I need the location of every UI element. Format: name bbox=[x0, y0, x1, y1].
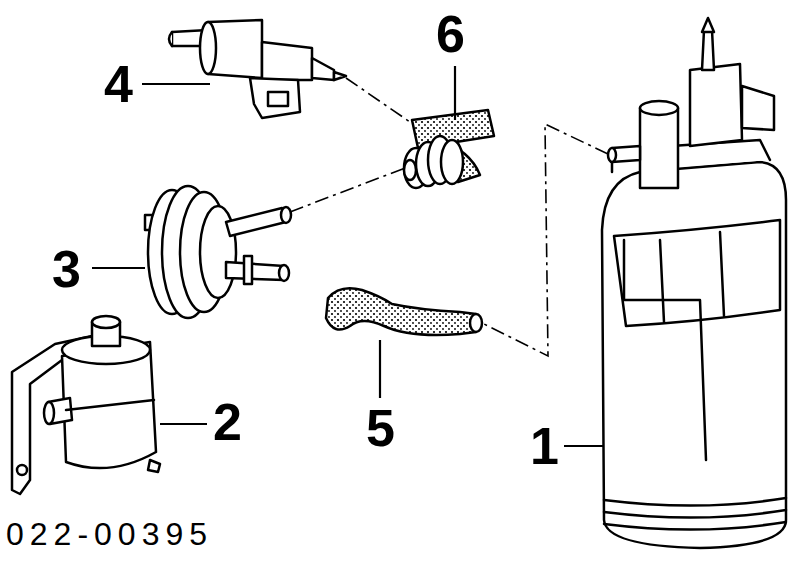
label-holder: 6 bbox=[436, 8, 465, 60]
callout-number: 5 bbox=[366, 402, 395, 454]
charcoal-canister bbox=[602, 18, 786, 548]
label-holder: 5 bbox=[366, 402, 395, 454]
label-holder: 2 bbox=[213, 396, 242, 448]
label-holder: 1 bbox=[530, 420, 559, 472]
hose bbox=[326, 288, 482, 335]
label-holder: 022-00395 bbox=[6, 518, 213, 550]
callout-number: 4 bbox=[104, 58, 133, 110]
part-code: 022-00395 bbox=[6, 518, 213, 550]
connection-lines bbox=[290, 78, 608, 356]
leader-lines bbox=[92, 66, 604, 446]
callout-number: 3 bbox=[52, 243, 81, 295]
bracket-regulator bbox=[12, 316, 160, 494]
label-holder: 3 bbox=[52, 243, 81, 295]
vacuum-diaphragm bbox=[145, 186, 291, 318]
callout-number: 1 bbox=[530, 420, 559, 472]
solenoid-valve bbox=[169, 20, 346, 118]
hose-stub bbox=[404, 110, 494, 188]
callout-number: 6 bbox=[436, 8, 465, 60]
callout-number: 2 bbox=[213, 396, 242, 448]
label-holder: 4 bbox=[104, 58, 133, 110]
